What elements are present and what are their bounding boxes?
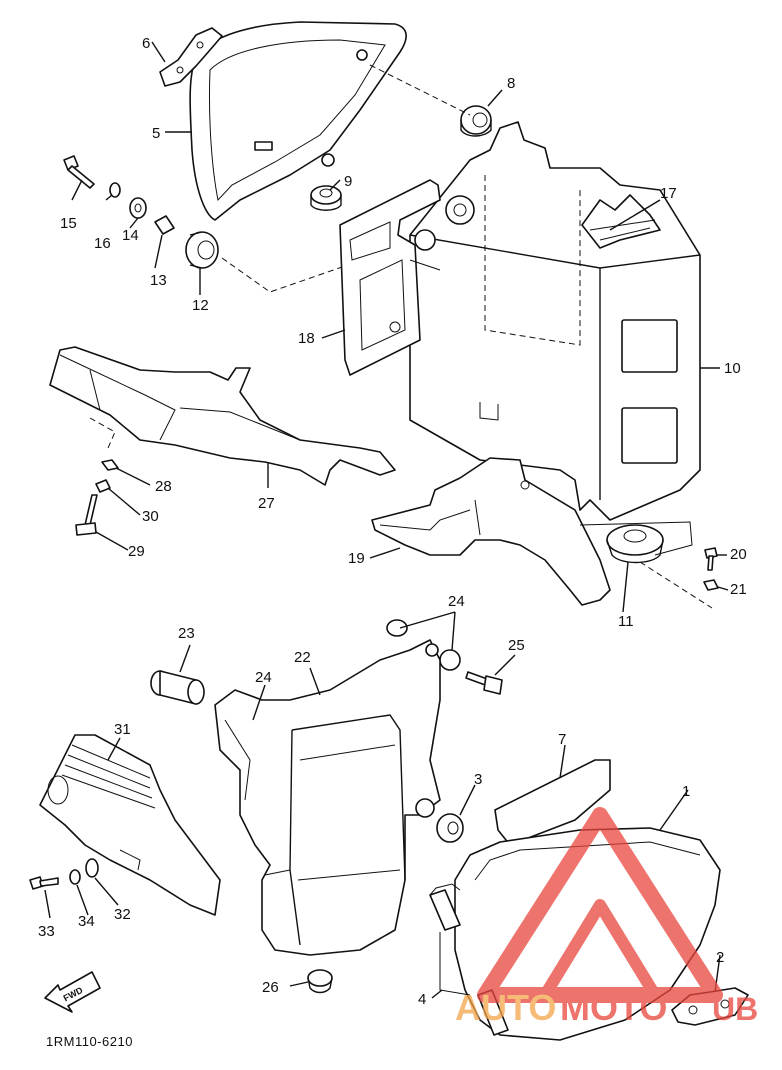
part-10-battery-box [409,121,701,521]
part-5-upper-cover [189,21,407,221]
part-19-lower-bracket [371,457,693,606]
callout-27: 27 [258,495,275,512]
watermark-logo: AUTO MOTO UB [455,807,758,1028]
watermark-text-auto: AUTO [455,987,556,1028]
callout-29: 29 [128,543,145,560]
part-7-decal [494,759,611,846]
part-30-clip [95,479,111,493]
part-28-nut [101,459,119,471]
part-27-undertray [49,346,396,486]
callout-12: 12 [192,297,209,314]
watermark-text-moto: MOTO [560,987,667,1028]
part-13-collar [154,215,175,235]
callout-17: 17 [660,185,677,202]
leader-lines [44,41,729,999]
callout-18: 18 [298,330,315,347]
callout-4: 4 [418,991,426,1008]
part-11-grommet [606,524,664,564]
drawing-code: 1RM110-6210 [46,1034,133,1049]
callout-10: 10 [724,360,741,377]
part-3-grommet [436,813,464,843]
watermark-text-ub: UB [712,991,758,1027]
part-32-grommet [85,858,99,878]
callout-34: 34 [78,913,95,930]
part-33-bolt [29,876,59,890]
part-34-washer [69,869,81,885]
callout-28: 28 [155,478,172,495]
part-20-bolt [704,547,718,571]
callout-23: 23 [178,625,195,642]
callout-19: 19 [348,550,365,567]
callout-3: 3 [474,771,482,788]
part-16-washer [109,182,121,198]
part-21-nut [703,579,719,591]
callout-9: 9 [344,173,352,190]
callout-31: 31 [114,721,131,738]
callout-26: 26 [262,979,279,996]
callout-16: 16 [94,235,111,252]
callout-21: 21 [730,581,747,598]
part-18-bracket [339,179,475,376]
part-4-damper-upper [429,883,461,931]
part-25-bolt [465,671,503,695]
callout-7: 7 [558,731,566,748]
fwd-arrow-icon: FWD [44,971,101,1013]
callout-13: 13 [150,272,167,289]
part-14-washer [129,197,147,219]
callout-24a: 24 [448,593,465,610]
part-8-grommet [460,105,492,137]
part-6-clip [159,27,223,87]
callout-30: 30 [142,508,159,525]
callout-33: 33 [38,923,55,940]
callout-11: 11 [618,613,634,630]
callout-5: 5 [152,125,160,142]
part-24-washer-upper [386,619,461,671]
callout-1: 1 [682,783,690,800]
part-12-grommet [185,231,219,269]
callout-6: 6 [142,35,150,52]
part-31-left-cover [39,734,221,916]
part-9-grommet [310,185,342,211]
callout-20: 20 [730,546,747,563]
part-23-collar [150,670,205,705]
part-22-box [214,639,441,956]
callout-14: 14 [122,227,139,244]
callout-24b: 24 [255,669,272,686]
part-26-grommet [307,969,333,994]
callout-25: 25 [508,637,525,654]
callout-labels: 1 2 3 4 5 6 7 8 9 10 11 12 13 14 15 16 1… [38,35,747,1008]
callout-32: 32 [114,906,131,923]
callout-22: 22 [294,649,311,666]
part-15-bolt [63,155,95,189]
callout-15: 15 [60,215,77,232]
part-29-bolt [75,494,98,536]
callout-2: 2 [716,949,724,966]
callout-8: 8 [507,75,515,92]
